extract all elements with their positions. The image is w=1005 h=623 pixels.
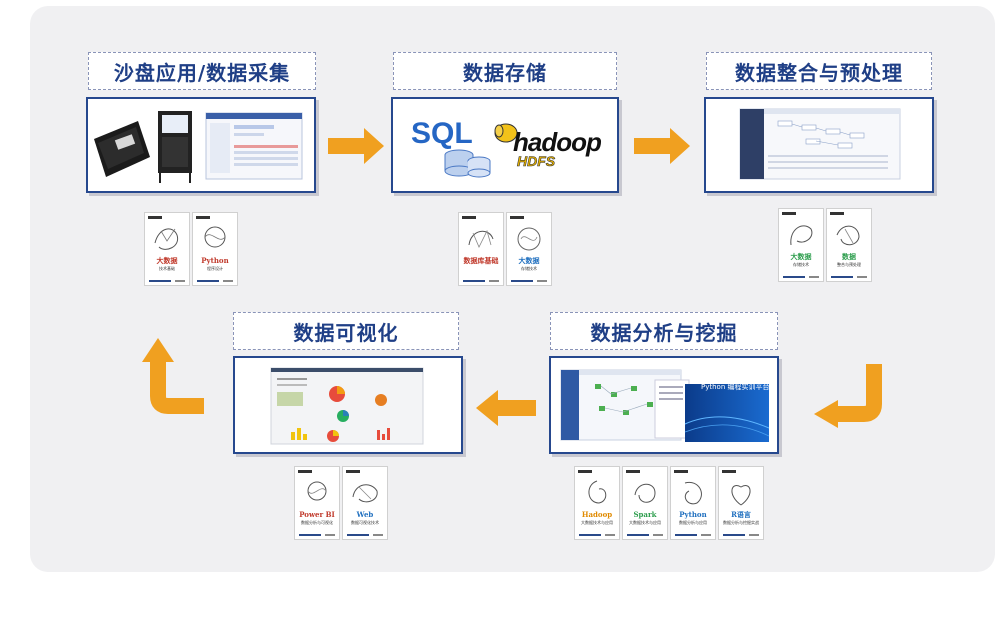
right-arrow-icon (328, 128, 384, 168)
book-group-analysis: Hadoop 大数据技术与应用 Spark 大数据技术与应用 Python 数据… (574, 466, 764, 540)
book-title: Hadoop (581, 510, 613, 519)
workflow-screenshot (739, 108, 901, 180)
book-cover: R语言 数据分析与挖掘实战 (718, 466, 764, 540)
book-title: 数据库基础 (463, 256, 499, 265)
book-art-icon (731, 485, 751, 506)
stage-title-collect: 沙盘应用/数据采集 (88, 52, 316, 90)
stage-title-analysis: 数据分析与挖掘 (550, 312, 778, 350)
book-group-visual: Power BI 数据分析与可视化 Web 数据可视化技术 (294, 466, 388, 540)
book-title: 大数据 (790, 252, 812, 261)
analysis-screenshot (560, 369, 770, 442)
book-title: 大数据 (518, 256, 540, 265)
right-arrow-icon (634, 128, 690, 168)
hadoop-elephant-icon (494, 123, 518, 143)
book-title: 数据 (842, 252, 856, 261)
integrate-image (704, 97, 934, 193)
book-cover: Hadoop 大数据技术与应用 (574, 466, 620, 540)
book-cover: 大数据 存储技术 (778, 208, 824, 282)
book-cover: 数据 整合与预处理 (826, 208, 872, 282)
book-title: Spark (633, 510, 657, 519)
sql-logo: SQL (411, 117, 473, 150)
book-art-icon (517, 227, 541, 251)
book-art-icon (204, 226, 226, 248)
book-art-icon (684, 481, 702, 505)
book-title: 大数据 (156, 256, 178, 265)
book-art-icon (468, 229, 494, 248)
screen-caption: Python 编程实训平台 (701, 383, 770, 391)
u-turn-left-arrow-icon (812, 364, 888, 432)
u-turn-up-arrow-icon (140, 334, 210, 422)
book-subtitle: 大数据技术与应用 (629, 520, 661, 525)
book-subtitle: 存储技术 (521, 266, 537, 271)
book-art-icon (352, 484, 378, 503)
stage-title-integrate: 数据整合与预处理 (706, 52, 932, 90)
book-subtitle: 数据可视化技术 (351, 520, 379, 525)
book-subtitle: 数据分析与可视化 (301, 520, 333, 525)
stage-title-storage: 数据存储 (393, 52, 617, 90)
book-cover: 数据库基础 (458, 212, 504, 286)
book-cover: Spark 大数据技术与应用 (622, 466, 668, 540)
hadoop-logo: hadoop (513, 127, 602, 157)
book-title: R语言 (731, 510, 751, 519)
book-cover: Python 程序设计 (192, 212, 238, 286)
book-cover: Power BI 数据分析与可视化 (294, 466, 340, 540)
collect-image (86, 97, 316, 193)
stage-title-visual: 数据可视化 (233, 312, 459, 350)
left-arrow-icon (476, 390, 536, 430)
book-art-icon (836, 225, 860, 246)
book-cover: Python 数据分析与应用 (670, 466, 716, 540)
dashboard-screenshot (270, 367, 424, 445)
background-panel (30, 6, 995, 572)
book-subtitle: 技术基础 (159, 266, 175, 271)
analysis-image: Python 编程实训平台 (549, 356, 779, 454)
book-title: Web (356, 510, 374, 519)
storage-image: SQL hadoop HDFS (391, 97, 619, 193)
visual-image (233, 356, 463, 454)
book-subtitle: 数据分析与应用 (679, 520, 707, 525)
book-art-icon (588, 480, 607, 504)
book-art-icon (307, 481, 327, 501)
book-group-storage: 数据库基础 大数据 存储技术 (458, 212, 552, 286)
book-group-integrate: 大数据 存储技术 数据 整合与预处理 (778, 208, 872, 282)
book-subtitle: 程序设计 (207, 266, 223, 271)
book-subtitle: 数据分析与挖掘实战 (723, 520, 759, 525)
book-title: Python (679, 510, 707, 519)
book-cover: 大数据 存储技术 (506, 212, 552, 286)
book-group-collect: 大数据 技术基础 Python 程序设计 (144, 212, 238, 286)
book-cover: Web 数据可视化技术 (342, 466, 388, 540)
book-art-icon (154, 228, 179, 250)
hdfs-logo: HDFS (517, 153, 556, 170)
sandbox-device-illustration (94, 111, 303, 183)
book-title: Python (201, 256, 229, 265)
database-icon (444, 149, 491, 178)
book-art-icon (634, 483, 656, 503)
book-title: Power BI (299, 510, 335, 519)
book-art-icon (790, 225, 813, 246)
book-subtitle: 存储技术 (793, 262, 809, 267)
book-cover: 大数据 技术基础 (144, 212, 190, 286)
book-subtitle: 整合与预处理 (837, 262, 861, 267)
book-subtitle: 大数据技术与应用 (581, 520, 613, 525)
